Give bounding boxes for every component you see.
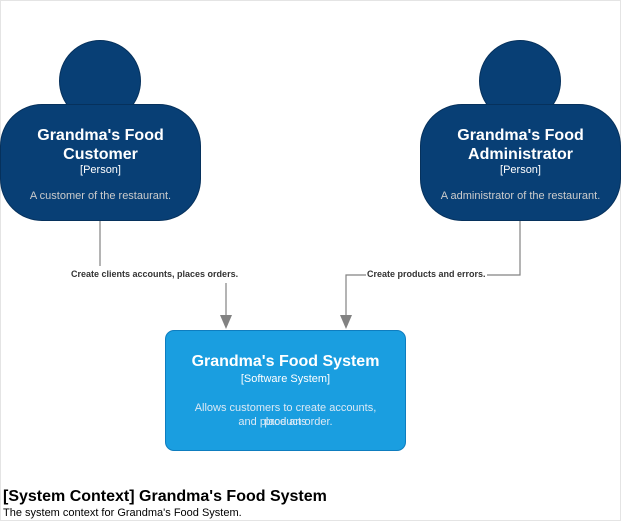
edge-label-administrator-to-system: Create products and errors. xyxy=(366,269,487,280)
administrator-person-node: Grandma's Food Administrator [Person] A … xyxy=(420,104,621,221)
administrator-description: A administrator of the restaurant. xyxy=(440,190,601,202)
administrator-type: [Person] xyxy=(500,164,541,176)
customer-person-node: Grandma's Food Customer [Person] A custo… xyxy=(0,104,201,221)
diagram-title: [System Context] Grandma's Food System xyxy=(3,488,327,505)
edge-label-customer-to-system: Create clients accounts, places orders. xyxy=(70,269,240,280)
arrowhead-administrator xyxy=(340,315,352,329)
arrowhead-customer xyxy=(220,315,232,329)
system-title: Grandma's Food System xyxy=(191,353,380,370)
administrator-title-line1: Grandma's Food xyxy=(457,127,584,144)
software-system-node: Grandma's Food System [Software System] … xyxy=(165,330,406,451)
system-description-line1: Allows customers to create accounts, pro… xyxy=(194,402,377,428)
customer-type: [Person] xyxy=(80,164,121,176)
system-description-line2: and place an order. xyxy=(238,416,333,428)
customer-title-line1: Grandma's Food xyxy=(37,127,164,144)
diagram-subtitle: The system context for Grandma's Food Sy… xyxy=(3,507,242,519)
system-type: [Software System] xyxy=(240,373,331,385)
customer-title-line2: Customer xyxy=(63,146,138,163)
administrator-title-line2: Administrator xyxy=(468,146,573,163)
customer-description: A customer of the restaurant. xyxy=(29,190,172,202)
